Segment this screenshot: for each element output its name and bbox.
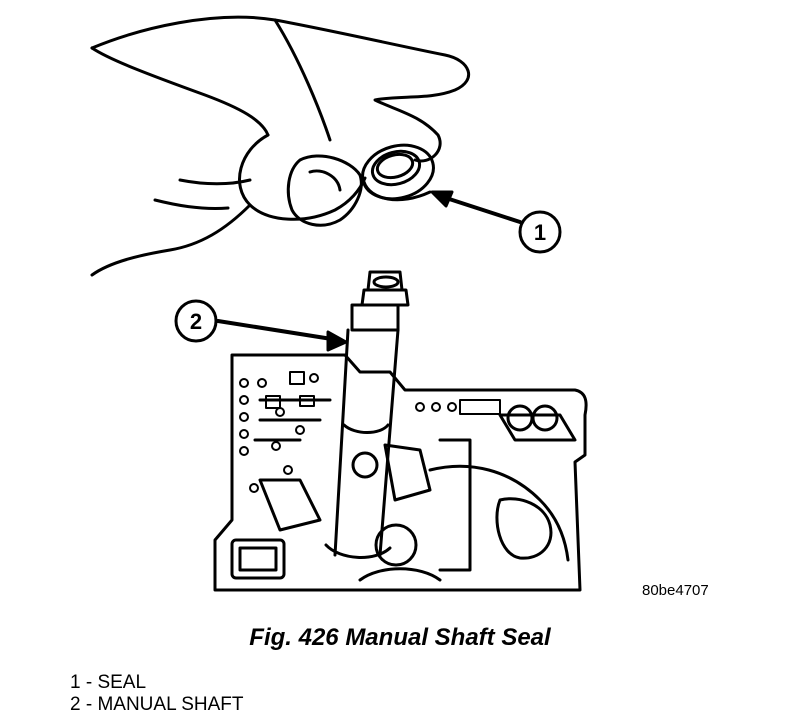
valve-body: [213, 353, 588, 592]
svg-text:2: 2: [190, 309, 202, 334]
callout-1-arrowhead: [430, 190, 454, 208]
callout-1: 1: [518, 210, 562, 254]
legend-item-seal: 1 - SEAL: [70, 672, 147, 693]
callout-2-leader: [216, 319, 340, 342]
valve-body-holes: [239, 371, 501, 493]
callout-2: 2: [174, 299, 218, 343]
legend: 1 - SEAL 2 - MANUAL SHAFT: [70, 672, 244, 716]
seal-part: [361, 143, 435, 202]
callout-1-leader: [438, 194, 522, 224]
callout-2-arrowhead: [326, 330, 348, 352]
manual-shaft-seal-illustration: 1 2: [90, 15, 588, 592]
image-id-label: 80be4707: [642, 582, 709, 599]
figure-caption: Fig. 426 Manual Shaft Seal: [249, 624, 551, 651]
manual-shaft-part: [324, 270, 410, 559]
legend-item-manual-shaft: 2 - MANUAL SHAFT: [70, 694, 244, 715]
svg-text:1: 1: [534, 220, 546, 245]
hand-illustration: [90, 15, 471, 277]
